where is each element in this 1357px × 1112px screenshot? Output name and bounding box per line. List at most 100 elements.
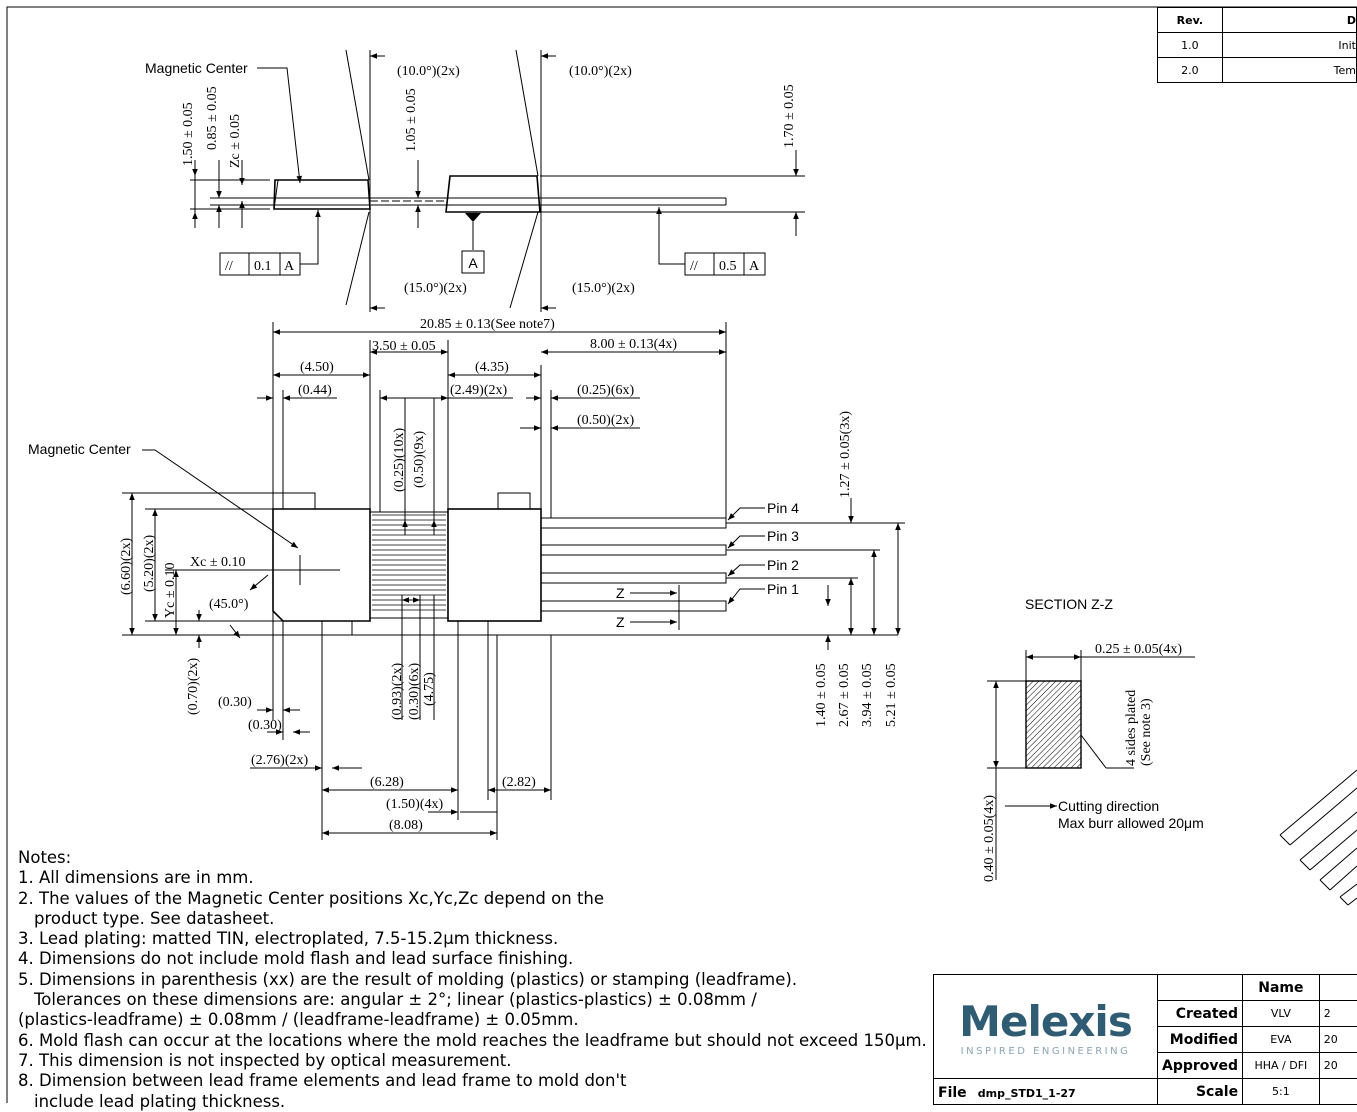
dim-0-25-10x: (0.25)(10x) (392, 428, 407, 492)
notes-block: Notes: 1. All dimensions are in mm. 2. T… (18, 848, 927, 1112)
file-value: dmp_STD1_1-27 (977, 1087, 1076, 1100)
dim-3-50: 3.50 ± 0.05 (372, 339, 436, 354)
dim-3-94: 3.94 ± 0.05 (860, 663, 875, 727)
rev-2: 2.0 (1157, 57, 1223, 83)
dim-0-30-a: (0.30) (218, 695, 252, 710)
dim-1-50: 1.50 ± 0.05 (181, 102, 196, 166)
modified-date: 20 (1318, 1026, 1357, 1053)
section-z-z: SECTION Z-Z 0.25 ± 0.05(4x) 0.40 ± 0.05(… (982, 596, 1357, 906)
dim-1-27: 1.27 ± 0.05(3x) (838, 411, 853, 498)
logo-cell: Melexis INSPIRED ENGINEERING (932, 974, 1159, 1079)
revision-table: Rev. D 1.0 Init 2.0 Tem (1157, 7, 1357, 83)
dim-0-44: (0.44) (298, 383, 332, 398)
datum-a-label: A (468, 255, 478, 271)
dim-1-40: 1.40 ± 0.05 (814, 663, 829, 727)
title-block: Melexis INSPIRED ENGINEERING Name Create… (932, 974, 1357, 1106)
datum-a-box (461, 250, 485, 274)
sheet-border (6, 6, 1357, 1103)
created-date: 2 (1318, 1000, 1357, 1027)
rev-1-desc: Init (1221, 32, 1357, 58)
angle-bottom-right: (15.0°)(2x) (572, 281, 635, 296)
leadframe-comb (372, 514, 446, 611)
scale-value: 5:1 (1242, 1078, 1320, 1105)
angle-top-right: (10.0°)(2x) (569, 64, 632, 79)
iso-leads-view (1279, 769, 1357, 906)
cutting-line-1: Cutting direction (1058, 798, 1159, 814)
section-title: SECTION Z-Z (1025, 596, 1113, 612)
section-plated-2: (See note 3) (1139, 698, 1154, 766)
dim-1-05: 1.05 ± 0.05 (404, 88, 419, 152)
melexis-logo: Melexis (959, 996, 1133, 1046)
top-magnetic-center-label: Magnetic Center (28, 441, 131, 457)
dim-2-76: (2.76)(2x) (251, 753, 308, 768)
dim-6-60: (6.60)(2x) (119, 538, 134, 595)
dim-0-25-6x: (0.25)(6x) (577, 383, 634, 398)
file-row: File dmp_STD1_1-27 (932, 1078, 1159, 1105)
dim-0-50-9x: (0.50)(9x) (412, 431, 427, 488)
projection-symbol (1318, 1078, 1357, 1105)
notes-title: Notes: (18, 848, 72, 867)
note-8b: include lead plating thickness. (34, 1091, 286, 1111)
cutting-line-2: Max burr allowed 20μm (1058, 815, 1204, 831)
dim-2-67: 2.67 ± 0.05 (837, 663, 852, 727)
dim-5-20: (5.20)(2x) (142, 535, 157, 592)
dim-0-30-6x: (0.30)(6x) (407, 663, 422, 720)
note-6: 6. Mold flash can occur at the locations… (18, 1030, 927, 1050)
dim-zc: Zc ± 0.05 (228, 114, 243, 168)
top-body-left (272, 508, 371, 622)
rev-header: Rev. (1157, 7, 1223, 33)
note-5c: (plastics-leadframe) ± 0.08mm / (leadfra… (18, 1010, 579, 1030)
dim-yc: Yc ± 0.10 (163, 562, 178, 618)
dim-4-50: (4.50) (300, 360, 334, 375)
side-view: A Magnetic Center 1.50 ± 0.05 0.85 ± 0.0… (145, 49, 805, 312)
section-plated-1: 4 sides plated (1124, 690, 1139, 766)
pin-1-lead (540, 600, 727, 612)
section-width-dim: 0.25 ± 0.05(4x) (1095, 642, 1182, 657)
modified-name: EVA (1242, 1026, 1320, 1053)
dim-4-75: (4.75) (422, 672, 437, 706)
pin-2-label: Pin 2 (767, 557, 799, 573)
pin-2-lead (540, 572, 727, 584)
desc-header: D (1221, 7, 1357, 33)
note-1: 1. All dimensions are in mm. (18, 868, 254, 888)
dim-6-28: (6.28) (370, 775, 404, 790)
note-4: 4. Dimensions do not include mold flash … (18, 949, 574, 969)
dim-0-50-2x: (0.50)(2x) (577, 413, 634, 428)
dim-8-00: 8.00 ± 0.13(4x) (590, 337, 677, 352)
dim-0-70: (0.70)(2x) (186, 658, 201, 715)
pin-1-label: Pin 1 (767, 581, 799, 597)
note-2a: 2. The values of the Magnetic Center pos… (18, 888, 605, 908)
note-5b: Tolerances on these dimensions are: angu… (34, 990, 757, 1010)
dim-8-08: (8.08) (389, 818, 423, 833)
pin-3-lead (540, 544, 727, 556)
svg-text:0.5: 0.5 (719, 259, 737, 274)
dim-1-50-4x: (1.50)(4x) (386, 797, 443, 812)
side-body-right (445, 175, 541, 213)
created-label: Created (1157, 1000, 1244, 1027)
scale-label: Scale (1157, 1078, 1244, 1105)
top-body-right (447, 508, 542, 622)
dim-0-85: 0.85 ± 0.05 (205, 86, 220, 150)
section-height-dim: 0.40 ± 0.05(4x) (982, 795, 997, 882)
dim-20-85: 20.85 ± 0.13(See note7) (420, 317, 555, 332)
pin-4-lead (540, 517, 727, 529)
pin-4-label: Pin 4 (767, 500, 799, 516)
note-5a: 5. Dimensions in parenthesis (xx) are th… (18, 969, 798, 989)
dim-xc: Xc ± 0.10 (190, 555, 246, 570)
dim-4-35: (4.35) (475, 360, 509, 375)
top-view: Pin 4 Pin 3 Pin 2 Pin 1 Z Z Magnetic Cen… (28, 317, 905, 840)
approved-name: HHA / DFI (1242, 1052, 1320, 1079)
section-lead-profile (1025, 680, 1082, 769)
rev-2-desc: Tem (1221, 57, 1357, 83)
svg-text:A: A (749, 259, 760, 274)
pin-3-label: Pin 3 (767, 528, 799, 544)
note-8a: 8. Dimension between lead frame elements… (18, 1071, 627, 1091)
melexis-tagline: INSPIRED ENGINEERING (960, 1045, 1131, 1057)
created-name: VLV (1242, 1000, 1320, 1027)
section-mark-bottom: Z (616, 614, 625, 630)
dim-45: (45.0°) (209, 597, 249, 612)
angle-top-left: (10.0°)(2x) (397, 64, 460, 79)
svg-text://: // (690, 259, 698, 274)
approved-date: 20 (1318, 1052, 1357, 1079)
